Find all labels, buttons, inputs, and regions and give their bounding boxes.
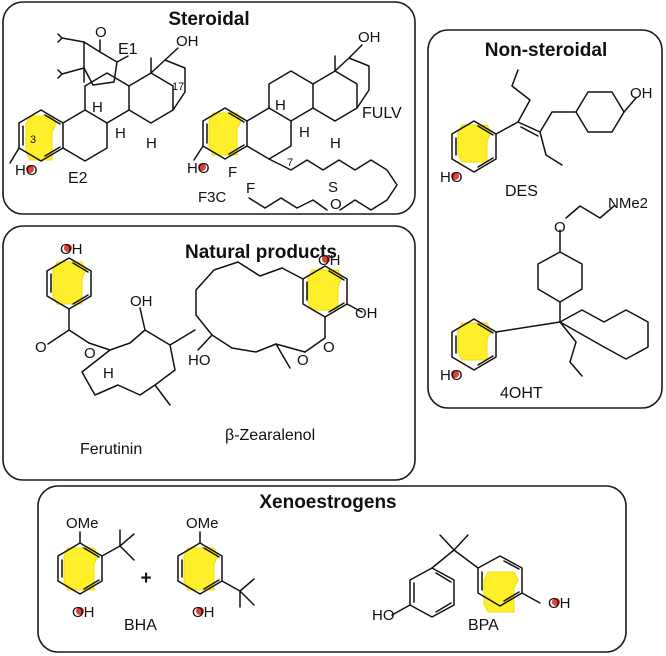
4oht-atom-nme2: NMe2 bbox=[608, 195, 648, 212]
bha-isomer1-atom-oh: OH bbox=[72, 604, 95, 621]
bpa-structure: HO OH BPA bbox=[372, 534, 571, 634]
bha-label: BHA bbox=[124, 617, 157, 634]
4oht-atom-o: O bbox=[554, 219, 566, 236]
ferutinin-atom-o1: O bbox=[35, 339, 47, 356]
ferutinin-atom-h: H bbox=[103, 365, 114, 382]
fulv-position-7: 7 bbox=[287, 157, 293, 169]
fulv-atom-f2: F bbox=[246, 180, 255, 197]
ferutinin-atom-oh2: OH bbox=[130, 293, 153, 310]
bpa-atom-oh: OH bbox=[548, 595, 571, 612]
natural-products-title: Natural products bbox=[185, 242, 337, 263]
des-structure: HO OH DES bbox=[440, 69, 653, 200]
fulv-phenol-highlight bbox=[208, 112, 242, 156]
fulv-atom-f3c: F3C bbox=[198, 189, 227, 206]
bha-isomer2-atom-ome: OMe bbox=[186, 515, 219, 532]
zearalenol-atom-oh2: OH bbox=[355, 305, 378, 322]
fulv-atom-h2: H bbox=[275, 97, 286, 114]
fulv-atom-f1: F bbox=[228, 164, 237, 181]
e2-atom-ho: HO bbox=[15, 162, 38, 179]
fulv-structure: HO OH H H H 7 F F F3C S O FULV bbox=[187, 29, 402, 213]
e2-position-17: 17 bbox=[172, 81, 184, 93]
zearalenol-atom-o1: O bbox=[323, 339, 335, 356]
fulv-atom-ho: HO bbox=[187, 160, 210, 177]
zearalenol-atom-ho: HO bbox=[188, 352, 211, 369]
ferutinin-atom-oh: OH bbox=[60, 241, 83, 258]
e2-atom-h3: H bbox=[146, 135, 157, 152]
ferutinin-atom-o2: O bbox=[84, 345, 96, 362]
e2-atom-oh: OH bbox=[176, 33, 199, 50]
e1-label: E1 bbox=[118, 41, 138, 58]
e1-structure: O E1 bbox=[57, 24, 138, 86]
zearalenol-structure: OH OH O O HO β-Zearalenol bbox=[188, 252, 378, 444]
e2-label: E2 bbox=[68, 170, 88, 187]
e2-atom-h2: H bbox=[92, 99, 103, 116]
non-steroidal-title: Non-steroidal bbox=[485, 40, 607, 61]
des-label: DES bbox=[505, 183, 538, 200]
xenoestrogens-title: Xenoestrogens bbox=[259, 492, 396, 513]
e2-position-3: 3 bbox=[30, 134, 36, 146]
fulv-atom-s: S bbox=[328, 179, 338, 196]
fulv-atom-o: O bbox=[330, 196, 342, 213]
zearalenol-label: β-Zearalenol bbox=[225, 427, 315, 444]
bpa-atom-ho: HO bbox=[372, 607, 395, 624]
bpa-label: BPA bbox=[468, 617, 499, 634]
ferutinin-phenol-highlight bbox=[52, 261, 87, 305]
fulv-atom-h3: H bbox=[330, 135, 341, 152]
4oht-atom-ho: HO bbox=[440, 367, 463, 384]
fulv-atom-oh: OH bbox=[358, 29, 381, 46]
steroidal-panel bbox=[2, 1, 416, 215]
bha-isomer2-highlight bbox=[183, 547, 219, 591]
des-atom-ho: HO bbox=[440, 169, 463, 186]
e2-atom-h1: H bbox=[115, 125, 126, 142]
bha-isomer1-atom-ome: OMe bbox=[66, 515, 99, 532]
xenoestrogens-panel bbox=[37, 485, 627, 653]
fulv-label: FULV bbox=[362, 105, 402, 122]
steroidal-title: Steroidal bbox=[168, 9, 249, 30]
des-atom-oh: OH bbox=[630, 85, 653, 102]
bha-isomer1-highlight bbox=[63, 547, 99, 591]
4oht-structure: O NMe2 HO 4OHT bbox=[440, 195, 649, 402]
zearalenol-atom-o2: O bbox=[297, 352, 309, 369]
fulv-atom-h1: H bbox=[299, 124, 310, 141]
ferutinin-structure: OH O O OH H Ferutinin bbox=[35, 241, 196, 458]
e1-atom-o: O bbox=[95, 24, 107, 41]
bha-structure: OMe OH + OMe OH BHA bbox=[57, 515, 255, 634]
e2-phenol-highlight bbox=[25, 115, 57, 161]
bha-isomer2-atom-oh: OH bbox=[192, 604, 215, 621]
4oht-label: 4OHT bbox=[500, 385, 543, 402]
ferutinin-label: Ferutinin bbox=[80, 441, 142, 458]
e2-structure: HO OH H H H 3 17 E2 bbox=[9, 33, 199, 187]
bha-plus-sign: + bbox=[140, 568, 151, 589]
zearalenol-atom-oh: OH bbox=[318, 252, 341, 269]
